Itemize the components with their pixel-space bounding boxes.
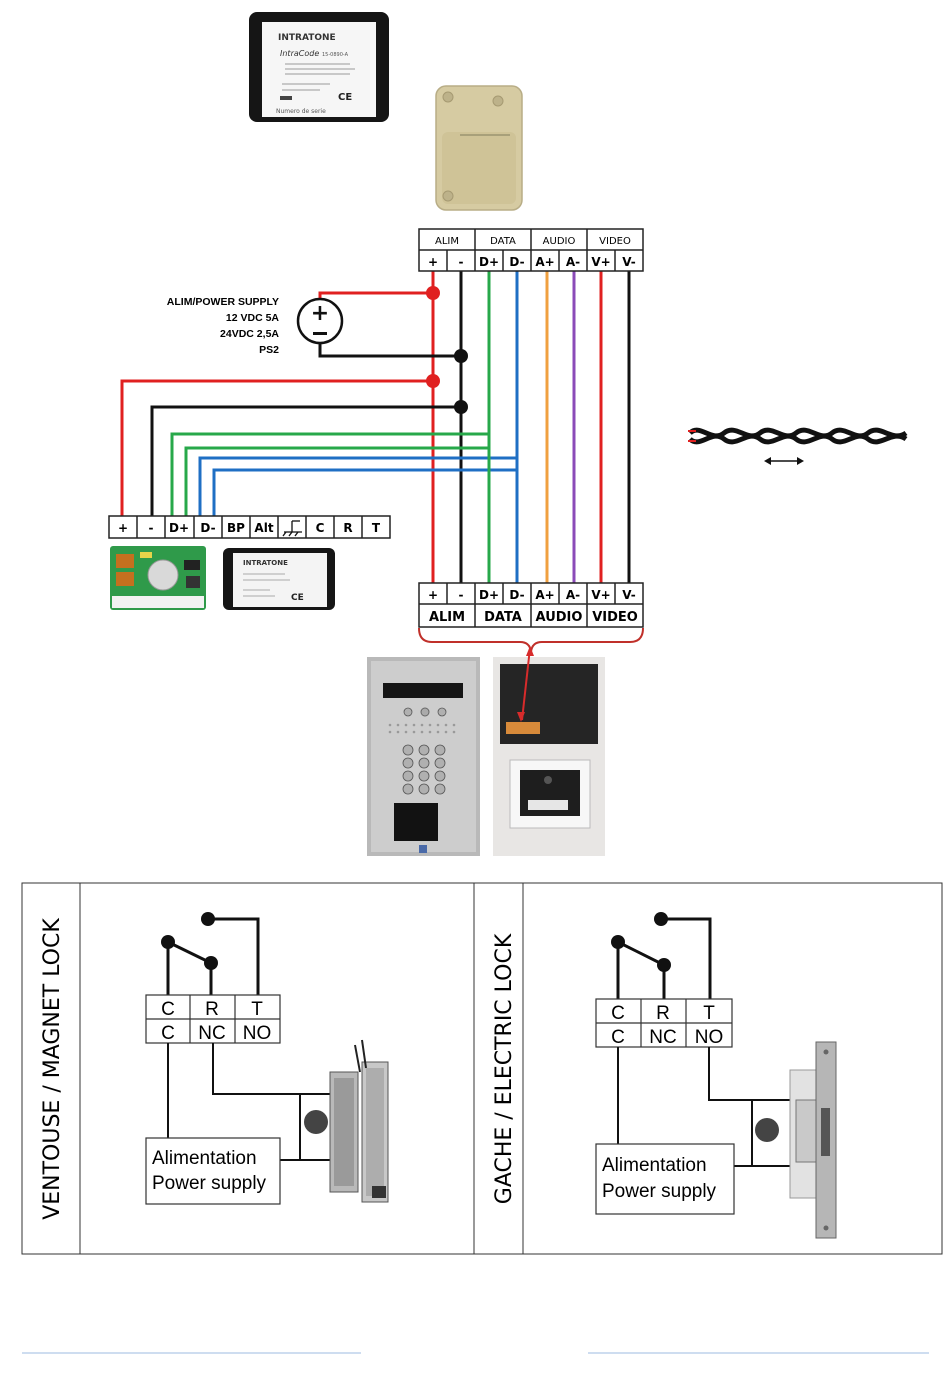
psu-line-1: ALIM/POWER SUPPLY	[167, 296, 279, 308]
left-connector: + - D+ D- BP Alt C R T	[108, 515, 391, 539]
strike-contact-nc: NC	[649, 1027, 676, 1048]
left-pin-d-minus: D-	[200, 521, 215, 535]
bottom-pin-7: V+	[591, 588, 610, 602]
power-supply-symbol: +	[296, 297, 344, 345]
lock-wiring-table	[21, 882, 943, 1255]
top-connector: ALIM DATA AUDIO VIDEO + - D+ D- A+ A- V+…	[418, 228, 644, 272]
bottom-group-video: VIDEO	[592, 610, 638, 625]
bottom-pin-4: D-	[509, 588, 524, 602]
double-arrow-icon	[764, 457, 804, 465]
psu-line-2: 12 VDC 5A	[226, 312, 280, 324]
strike-contact-no: NO	[695, 1027, 724, 1048]
magnet-supply-line-1: Alimentation	[152, 1148, 257, 1169]
magnet-lock-photo	[304, 1039, 389, 1203]
junction-red-2	[426, 374, 440, 388]
intracode-module-photo: INTRATONE IntraCode 15-0890-A CE Numero …	[249, 12, 389, 122]
electric-strike-photo	[755, 1041, 837, 1239]
wire-left-minus	[150, 405, 461, 517]
left-pin-r: R	[343, 521, 352, 535]
top-pin-4: D-	[509, 255, 524, 269]
svg-text:+: +	[311, 301, 329, 326]
bottom-connector: + - D+ D- A+ A- V+ V- ALIM DATA AUDIO VI…	[418, 582, 644, 628]
module-model: IntraCode	[280, 49, 319, 58]
top-pin-2: -	[459, 255, 464, 269]
svg-text:CE: CE	[291, 593, 304, 603]
magnet-contact-no: NO	[243, 1023, 272, 1044]
top-pin-6: A-	[566, 255, 580, 269]
bottom-group-audio: AUDIO	[536, 610, 583, 625]
left-pin-t: T	[372, 521, 381, 535]
wire-left-data-minus-bottom	[212, 458, 519, 517]
wire-data-minus-main	[198, 270, 519, 517]
bottom-group-alim: ALIM	[429, 610, 465, 625]
strike-supply-line-1: Alimentation	[602, 1155, 707, 1176]
left-pin-alt: Alt	[254, 521, 273, 535]
pcb-board-photo	[110, 546, 206, 610]
connector-brace	[418, 627, 644, 653]
psu-line-3: 24VDC 2,5A	[220, 328, 279, 340]
bottom-pin-3: D+	[479, 588, 499, 602]
bottom-pin-1: +	[428, 588, 438, 602]
strike-relay-t: T	[703, 1003, 715, 1024]
strike-relay-r: R	[656, 1003, 670, 1024]
module-serial-label: Numero de serie	[276, 108, 326, 115]
ground-icon	[282, 520, 302, 537]
top-pin-1: +	[428, 255, 438, 269]
magnet-contact-nc: NC	[198, 1023, 225, 1044]
wire-left-plus	[120, 379, 433, 517]
left-pin-plus: +	[118, 521, 128, 535]
electric-lock-diagram: C R T C NC NO Alimentation Power supply	[595, 912, 837, 1239]
svg-text:CE: CE	[338, 92, 352, 103]
bottom-pin-6: A-	[566, 588, 580, 602]
top-pin-3: D+	[479, 255, 499, 269]
module-ref: 15-0890-A	[322, 52, 349, 58]
magnet-lock-diagram: C R T C NC NO Alimentation Power supply	[145, 912, 389, 1205]
bottom-group-data: DATA	[484, 610, 522, 625]
junction-dots	[426, 286, 468, 414]
panel-back-photo	[493, 646, 605, 856]
magnet-relay-r: R	[205, 999, 219, 1020]
twisted-pair-icon	[688, 427, 908, 445]
electric-lock-title: GACHE / ELECTRIC LOCK	[492, 933, 517, 1204]
second-module-photo: INTRATONE CE	[223, 548, 335, 610]
magnet-contact-c: C	[161, 1023, 175, 1044]
keypad-panel-photo	[367, 657, 480, 856]
beige-enclosure-photo	[435, 85, 523, 211]
junction-black-1	[454, 349, 468, 363]
second-module-brand: INTRATONE	[243, 559, 288, 567]
psu-line-4: PS2	[259, 344, 279, 356]
top-group-video: VIDEO	[599, 236, 631, 247]
power-supply-label: ALIM/POWER SUPPLY 12 VDC 5A 24VDC 2,5A P…	[167, 296, 280, 356]
junction-black-2	[454, 400, 468, 414]
left-pin-d-plus: D+	[169, 521, 189, 535]
magnet-relay-t: T	[251, 999, 263, 1020]
strike-contact-c: C	[611, 1027, 625, 1048]
top-pin-8: V-	[622, 255, 635, 269]
wires	[120, 270, 631, 584]
wire-data-plus-main	[170, 270, 491, 517]
module-brand: INTRATONE	[278, 33, 336, 43]
top-group-alim: ALIM	[435, 236, 459, 247]
left-pin-bp: BP	[227, 521, 245, 535]
top-group-data: DATA	[490, 236, 516, 247]
top-group-audio: AUDIO	[543, 236, 576, 247]
junction-red-1	[426, 286, 440, 300]
strike-relay-c: C	[611, 1003, 625, 1024]
magnet-lock-title: VENTOUSE / MAGNET LOCK	[40, 918, 65, 1220]
top-pin-7: V+	[591, 255, 610, 269]
bottom-pin-2: -	[459, 588, 464, 602]
wire-psu-plus	[318, 291, 433, 300]
magnet-relay-c: C	[161, 999, 175, 1020]
bottom-pin-8: V-	[622, 588, 635, 602]
bottom-pin-5: A+	[535, 588, 554, 602]
wire-left-data-plus-bottom	[184, 434, 491, 517]
relay-switch-left	[166, 917, 260, 995]
left-pin-minus: -	[149, 521, 154, 535]
magnet-supply-line-2: Power supply	[152, 1173, 267, 1194]
strike-supply-line-2: Power supply	[602, 1181, 717, 1202]
left-pin-c: C	[316, 521, 325, 535]
top-pin-5: A+	[535, 255, 554, 269]
wire-psu-minus	[318, 342, 461, 358]
